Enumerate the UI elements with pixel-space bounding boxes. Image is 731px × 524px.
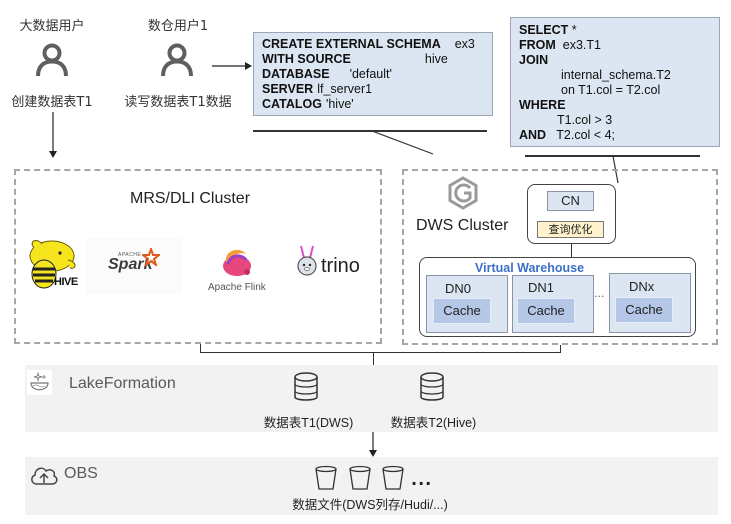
mrs-dli-cluster (14, 169, 382, 344)
flink-logo-icon: Apache Flink (204, 248, 274, 296)
sql-value: hive (424, 52, 448, 66)
sql-line: AND T2.col < 4; (519, 128, 711, 143)
spark-logo-sublabel: APACHE (118, 252, 142, 258)
sql-keyword: SERVER (262, 82, 314, 96)
sql-keyword: DATABASE (262, 67, 330, 81)
table-t1-label: 数据表T1(DWS) (263, 416, 354, 430)
user-action-create-table: 创建数据表T1 (11, 95, 93, 110)
lakeformation-band (25, 365, 718, 432)
sql-line: WITH SOURCE hive (262, 52, 484, 67)
bucket-icon (348, 465, 372, 491)
create-schema-sql-box: CREATE EXTERNAL SCHEMA ex3 WITH SOURCE hiv… (253, 32, 493, 116)
user-title-dw: 数仓用户1 (147, 19, 209, 34)
sql-value: ex3 (454, 37, 475, 51)
cn-to-vw-connector (571, 244, 573, 258)
virtual-warehouse-title: Virtual Warehouse (475, 261, 585, 275)
sql-value: * (571, 23, 577, 37)
user-title-bigdata: 大数据用户 (19, 19, 85, 34)
sql-keyword: CREATE EXTERNAL SCHEMA (262, 37, 441, 51)
cn-node: CN (547, 191, 594, 211)
spark-logo-icon: APACHE Spark (86, 238, 182, 294)
sql-line: CREATE EXTERNAL SCHEMA ex3 (262, 37, 484, 52)
sql-keyword: JOIN (519, 53, 549, 67)
query-sql-box: SELECT * FROM ex3.T1 JOIN internal_schem… (510, 17, 720, 147)
cache-block: Cache (433, 298, 491, 324)
arrow-user-to-mrs (49, 112, 57, 158)
bucket-icon (381, 465, 405, 491)
lakeformation-title: LakeFormation (69, 375, 176, 392)
flink-logo-label: Apache Flink (208, 282, 266, 293)
obs-files-label: 数据文件(DWS列存/Hudi/...) (292, 498, 448, 512)
bucket-ellipsis: ... (411, 470, 433, 489)
sql-keyword: SELECT (519, 23, 569, 37)
dws-cluster-title: DWS Cluster (416, 217, 509, 234)
query-optimizer-label: 查询优化 (537, 221, 604, 238)
sql-line: internal_schema.T2 (561, 68, 671, 82)
schema-callout-line (253, 130, 487, 132)
cluster-join-line (200, 352, 561, 354)
bucket-icon (314, 465, 338, 491)
sql-line: on T1.col = T2.col (561, 83, 661, 97)
cloud-upload-icon (29, 463, 59, 487)
sql-keyword: FROM (519, 38, 556, 52)
hive-logo-label: HIVE (54, 276, 78, 288)
sql-line: CATALOG'hive' (262, 97, 484, 112)
user-icon (34, 42, 70, 78)
hive-logo-icon: HIVE (24, 236, 84, 292)
join-to-lakeformation (373, 352, 375, 365)
query-callout-line (525, 155, 700, 157)
sql-line: WHERE (519, 98, 711, 113)
dn-label: DNx (629, 279, 655, 294)
sql-keyword: WHERE (519, 98, 566, 112)
sql-keyword: AND (519, 128, 547, 142)
schema-callout-pointer (371, 130, 434, 155)
user-action-read-write: 读写数据表T1数据 (124, 95, 232, 110)
mrs-connector (200, 344, 202, 353)
lakeformation-icon (27, 370, 52, 395)
sql-keyword: CATALOG (262, 97, 322, 111)
dn-label: DN1 (528, 280, 555, 295)
sql-line: JOIN (519, 53, 711, 68)
sql-line: SELECT * (519, 23, 711, 38)
sql-line: FROM ex3.T1 (519, 38, 711, 53)
database-icon (292, 372, 320, 402)
dws-connector (560, 345, 562, 353)
dws-logo-icon (446, 176, 480, 210)
arrow-lakeformation-to-obs (369, 432, 377, 457)
cache-block: Cache (517, 298, 575, 324)
arrow-user-to-schema (212, 62, 252, 70)
sql-value: T2.col < 4; (556, 128, 616, 142)
node-ellipsis: ··· (594, 290, 605, 303)
sql-keyword: WITH SOURCE (262, 52, 351, 66)
user-icon (159, 42, 195, 78)
dn-label: DN0 (445, 281, 472, 296)
sql-value: 'hive' (325, 97, 354, 111)
mrs-cluster-title: MRS/DLI Cluster (130, 190, 251, 207)
spark-logo-label: Spark (108, 256, 153, 273)
sql-value: lf_server1 (317, 82, 373, 96)
trino-logo-label: trino (321, 255, 360, 277)
sql-value: 'default' (349, 67, 392, 81)
database-icon (418, 372, 446, 402)
obs-band (25, 457, 718, 515)
table-t2-label: 数据表T2(Hive) (390, 416, 477, 430)
trino-logo-icon: trino (295, 244, 380, 280)
obs-title: OBS (64, 465, 98, 482)
sql-line: T1.col > 3 (557, 113, 613, 127)
sql-line: DATABASE 'default' (262, 67, 484, 82)
cache-block: Cache (615, 297, 673, 323)
dws-cluster (402, 169, 718, 345)
sql-value: ex3.T1 (562, 38, 601, 52)
